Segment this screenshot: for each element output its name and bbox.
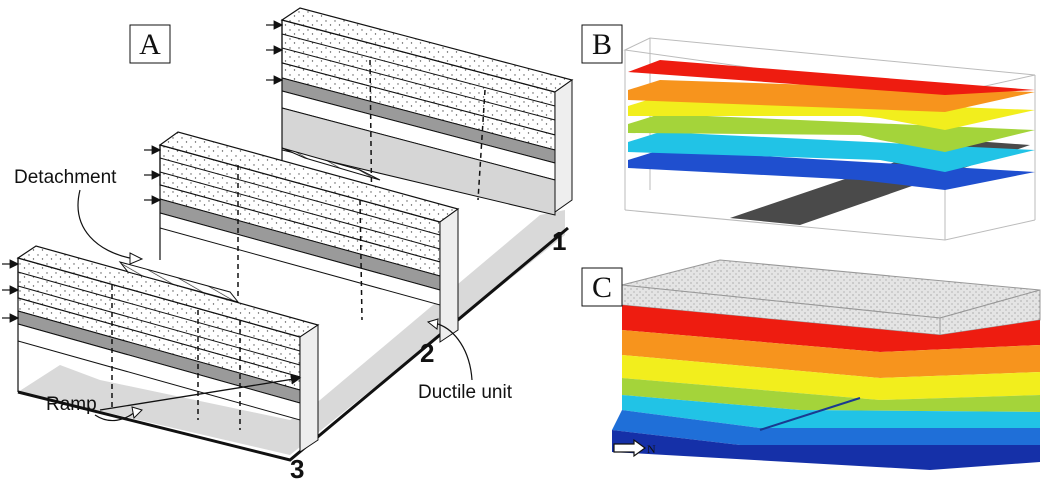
ductile-unit-label: Ductile unit xyxy=(418,382,513,403)
panel-a-label: A xyxy=(139,28,161,61)
panel-c-label: C xyxy=(592,271,612,304)
c-layer-dark-blue xyxy=(612,430,1040,470)
ramp-pointer xyxy=(94,411,136,422)
ductile-unit-pointer xyxy=(437,323,473,381)
north-label: N xyxy=(647,442,656,456)
c-layer-cyan xyxy=(622,395,1040,428)
section-1-number: 1 xyxy=(552,226,566,256)
ramp-label: Ramp xyxy=(46,394,97,415)
layer-orange xyxy=(628,80,1035,112)
panel-b-label-box xyxy=(581,24,623,64)
floor-plane xyxy=(18,210,565,455)
layer-blue xyxy=(628,150,1035,190)
section-2-number: 2 xyxy=(420,338,434,368)
panel-a: A Detachment Ramp Ductile unit 1 2 3 xyxy=(2,7,574,483)
detachment-label: Detachment xyxy=(14,167,117,188)
c-layer-green xyxy=(622,378,1040,412)
detachment-pointer xyxy=(77,189,131,259)
north-arrow-icon xyxy=(613,438,647,458)
section-1-block xyxy=(280,7,574,250)
c-fault-trace xyxy=(759,397,861,431)
c-layer-orange xyxy=(622,330,1040,378)
north-arrow: N xyxy=(613,438,656,458)
panel-b: B xyxy=(581,24,1036,241)
detachment-strip xyxy=(281,147,381,181)
layer-red xyxy=(628,60,1035,95)
section-2-block xyxy=(158,131,460,343)
section-3-block xyxy=(16,245,320,453)
layer-green xyxy=(628,114,1035,152)
c-layer-red xyxy=(622,305,1040,352)
base-outline xyxy=(17,226,569,462)
displacement-arrows xyxy=(2,20,284,323)
panel-c: C N xyxy=(581,259,1041,470)
c-layer-blue xyxy=(612,410,1040,445)
layer-yellow xyxy=(628,96,1035,130)
section-3-number: 3 xyxy=(290,454,304,483)
panel-c-label-box xyxy=(581,267,623,307)
panel-b-label: B xyxy=(592,28,612,61)
layer-cyan xyxy=(628,132,1035,172)
panel-a-label-box xyxy=(129,24,171,64)
c-layer-yellow xyxy=(622,355,1040,400)
